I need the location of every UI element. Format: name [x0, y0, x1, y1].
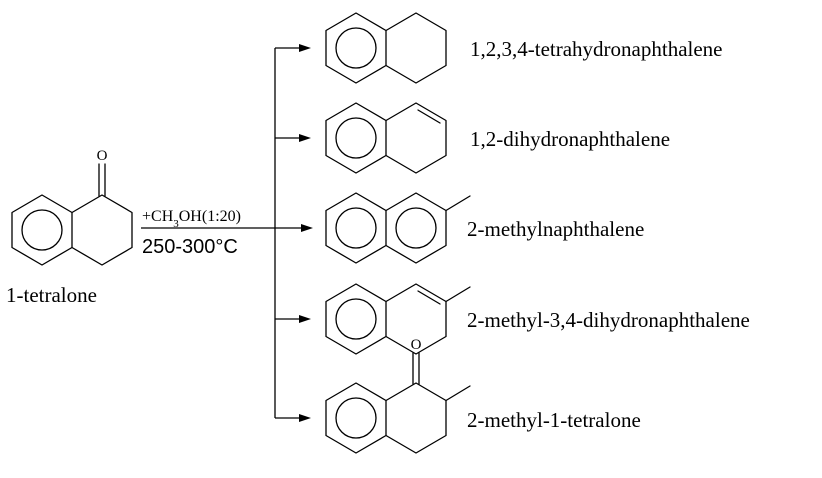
reactant-benzene-ring: [11, 194, 73, 266]
aromatic-circle: [335, 298, 377, 340]
conditions-label: 250-300°C: [142, 236, 238, 258]
product-5-name: 2-methyl-1-tetralone: [467, 408, 641, 432]
aromatic-circle: [335, 27, 377, 69]
product-1-structure: [325, 12, 447, 84]
product-3-structure: [325, 192, 471, 264]
methyl-bond: [445, 385, 471, 402]
branch-arrow-5: [275, 414, 311, 422]
product-3-name: 2-methylnaphthalene: [467, 217, 644, 241]
aromatic-circle: [335, 397, 377, 439]
branch-arrow-4: [275, 315, 311, 323]
aromatic-circle: [395, 207, 437, 249]
reagent-label: +CH3OH(1:20): [142, 208, 241, 230]
double-bond-inner: [417, 109, 441, 124]
reactant-oxygen-atom: O: [97, 148, 108, 164]
branch-arrow-3: [301, 224, 313, 232]
methyl-bond: [445, 286, 471, 303]
methyl-bond: [445, 195, 471, 212]
product-4-name: 2-methyl-3,4-dihydronaphthalene: [467, 308, 750, 332]
product-5-oxygen-atom: O: [411, 337, 422, 353]
aromatic-circle: [335, 117, 377, 159]
product-2-name: 1,2-dihydronaphthalene: [470, 127, 670, 151]
branch-arrow-2: [275, 134, 311, 142]
double-bond-inner: [417, 290, 441, 305]
product-5-structure: [325, 352, 471, 454]
reactant-aromatic-circle: [21, 209, 63, 251]
reactant-structure: O: [11, 148, 133, 266]
reactant-name: 1-tetralone: [6, 283, 97, 307]
product-1-name: 1,2,3,4-tetrahydronaphthalene: [470, 37, 723, 61]
product-4-structure: [325, 283, 471, 355]
reactant-saturated-ring: [71, 194, 133, 266]
aromatic-circle: [335, 207, 377, 249]
product-2-structure: [325, 102, 447, 174]
branch-arrow-1: [275, 44, 311, 52]
